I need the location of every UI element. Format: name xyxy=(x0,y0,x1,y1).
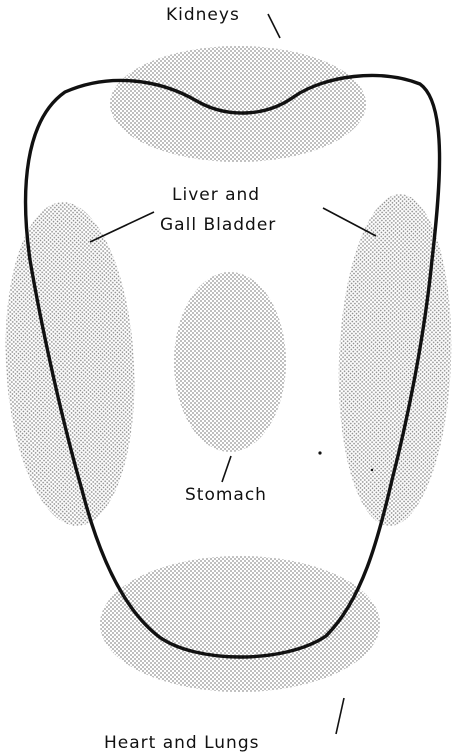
kidneys-zone xyxy=(110,46,366,162)
stomach-zone xyxy=(174,272,286,452)
speck-mark xyxy=(371,469,373,471)
liver-gall-bladder-right-zone xyxy=(333,192,457,528)
liver-label-line1: Liver and xyxy=(172,185,260,205)
liver-gall-bladder-left-zone xyxy=(0,199,142,529)
kidneys-label: Kidneys xyxy=(166,5,240,25)
heart-lungs-leader-line xyxy=(336,698,344,734)
liver-left-leader-line xyxy=(90,212,154,242)
heart-lungs-label: Heart and Lungs xyxy=(104,733,259,753)
speck-mark xyxy=(318,451,321,454)
liver-right-leader-line xyxy=(323,208,376,236)
stomach-leader-line xyxy=(222,456,231,482)
stomach-label: Stomach xyxy=(185,485,267,505)
kidneys-leader-line xyxy=(268,14,280,38)
liver-label-line2: Gall Bladder xyxy=(160,215,276,235)
